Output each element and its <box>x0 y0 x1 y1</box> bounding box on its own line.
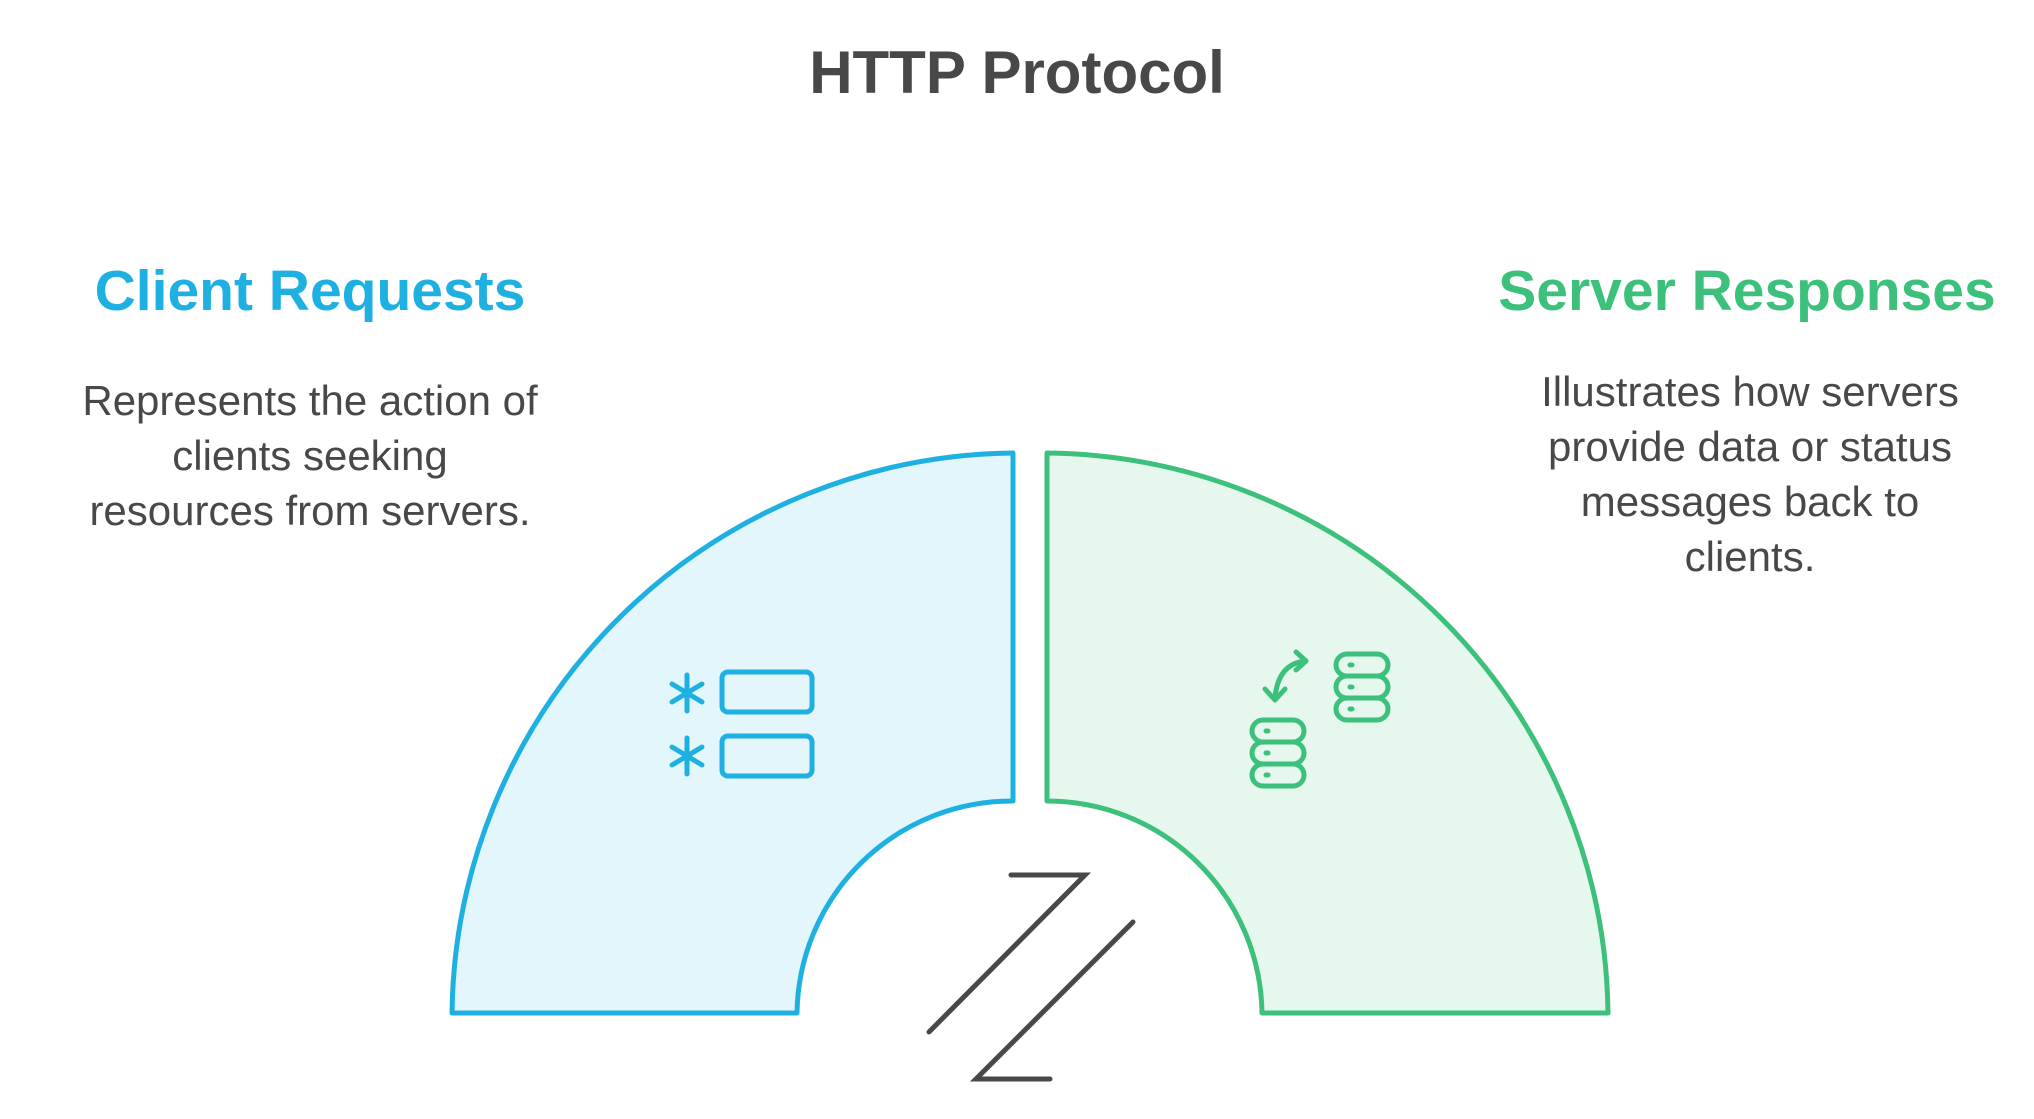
page-title: HTTP Protocol <box>809 39 1225 106</box>
description-line: clients seeking <box>172 432 448 479</box>
description-line: provide data or status <box>1548 423 1952 470</box>
description-line: Illustrates how servers <box>1541 368 1959 415</box>
server-stack-icon <box>1249 717 1307 789</box>
asterisk-icon <box>669 735 705 777</box>
description-line: clients. <box>1684 533 1816 580</box>
server-responses-heading: Server Responses <box>1498 259 1996 323</box>
list-row-icon <box>719 669 815 715</box>
bidirectional-lines-icon <box>926 872 1136 1082</box>
client-requests-heading: Client Requests <box>94 259 526 323</box>
description-line: messages back to <box>1580 478 1920 525</box>
description-line: Represents the action of <box>82 377 538 424</box>
server-exchange-icon <box>1249 649 1391 789</box>
server-responses-description: Illustrates how servers provide data or … <box>1470 364 2030 584</box>
client-requests-description: Represents the action of clients seeking… <box>30 373 590 538</box>
server-stack-icon <box>1333 651 1391 723</box>
client-requests-segment <box>449 450 1016 1016</box>
server-responses-segment <box>1044 450 1611 1016</box>
list-row-icon <box>719 733 815 779</box>
asterisk-icon <box>669 672 705 714</box>
exchange-arrow-icon <box>1262 649 1309 703</box>
description-line: resources from servers. <box>89 487 531 534</box>
request-list-icon <box>669 669 815 779</box>
